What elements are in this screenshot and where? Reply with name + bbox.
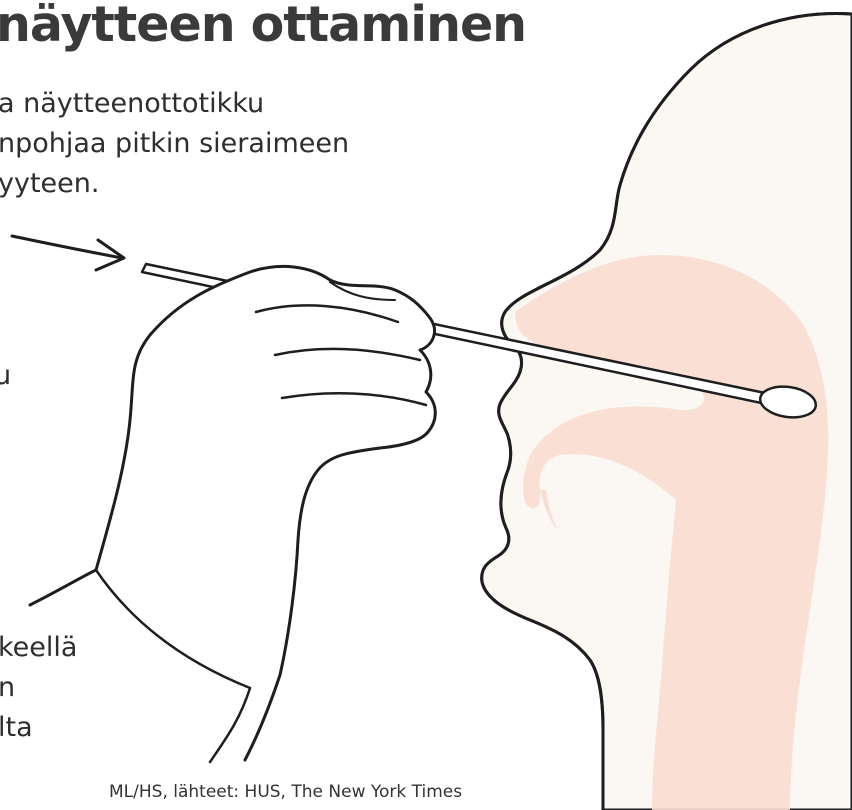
source-credit: ML/HS, lähteet: HUS, The New York Times <box>109 782 462 802</box>
lower-line: n <box>0 668 77 708</box>
text-fragment: u <box>0 360 11 391</box>
intro-line: npohjaa pitkin sieraimeen <box>0 124 349 164</box>
intro-text: a näytteenottotikku npohjaa pitkin siera… <box>0 84 349 204</box>
lower-text: keellä n lta <box>0 628 77 748</box>
lower-line: lta <box>0 708 77 748</box>
intro-line: a näytteenottotikku <box>0 84 349 124</box>
lower-line: keellä <box>0 628 77 668</box>
intro-line: yyteen. <box>0 164 349 204</box>
page-title: näytteen ottaminen <box>0 0 526 53</box>
arrow-icon <box>12 236 124 270</box>
